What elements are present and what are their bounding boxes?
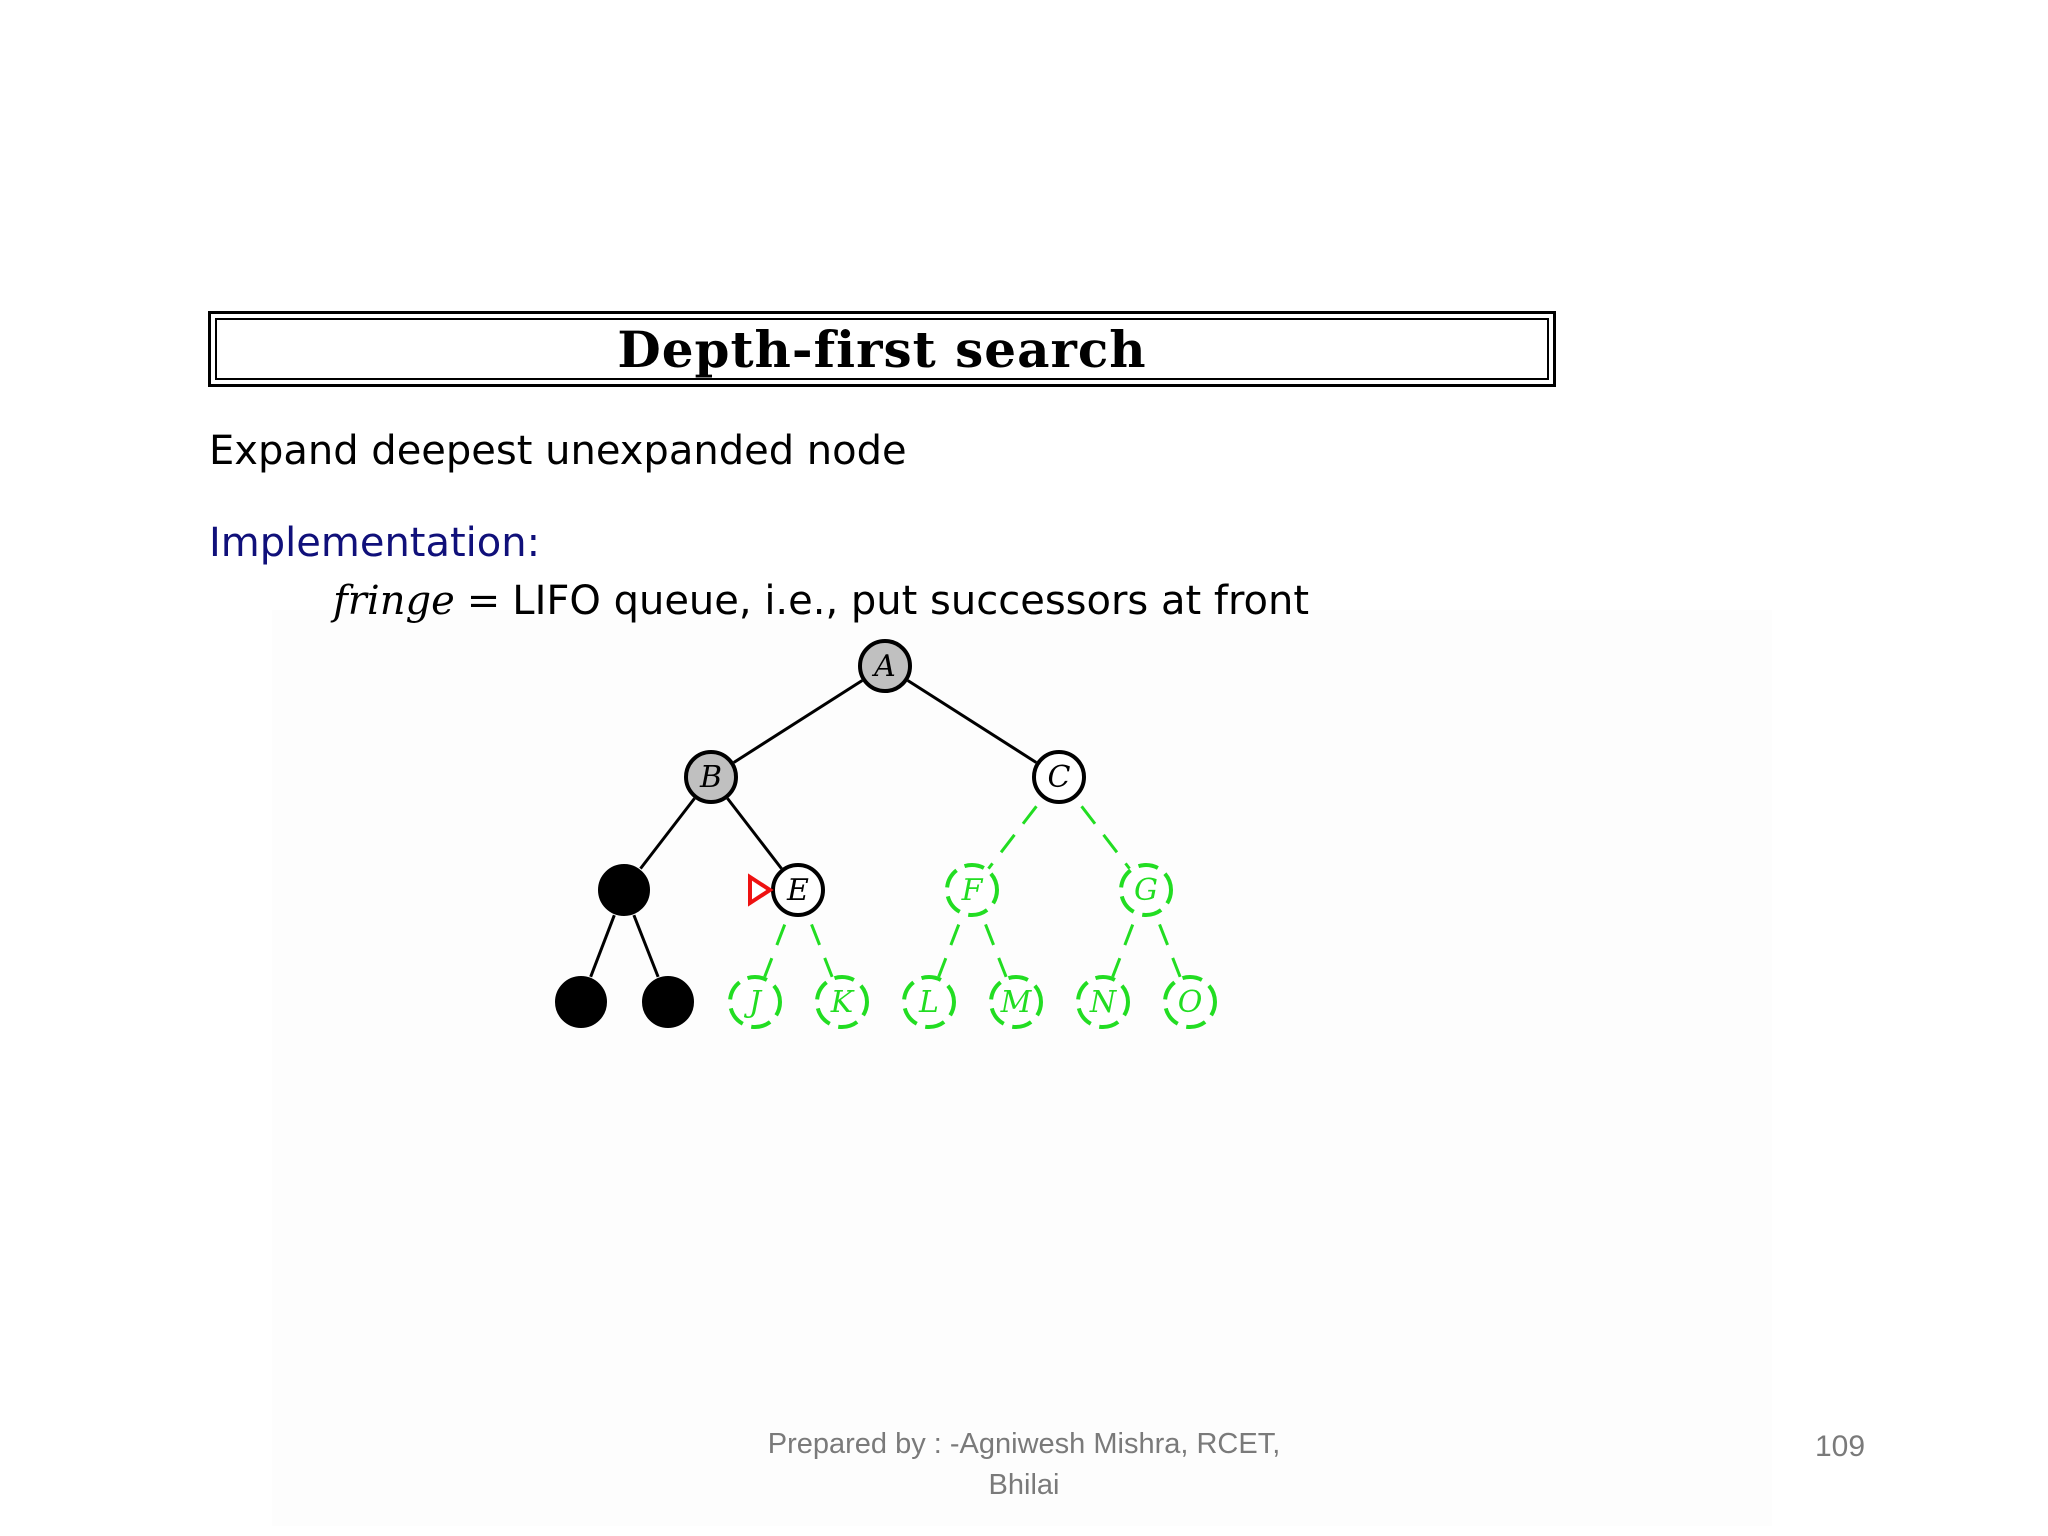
tree-node-g: G <box>1119 863 1173 917</box>
tree-node-a: A <box>858 639 912 693</box>
tree-node-label: O <box>1178 985 1203 1020</box>
tree-node-label: N <box>1089 985 1118 1020</box>
tree-node-circle <box>555 976 607 1028</box>
tree-node-label: E <box>786 873 809 908</box>
tree-node-circle <box>902 975 956 1029</box>
current-node-arrow-icon <box>748 873 774 907</box>
tree-node-label: A <box>871 649 896 684</box>
tree-node-n: N <box>1076 975 1130 1029</box>
tree-edge-b-d <box>639 797 696 870</box>
tree-edge-b-e <box>726 797 783 870</box>
tree-node-k: K <box>815 975 869 1029</box>
tree-node-label: B <box>699 760 722 795</box>
tree-node-m: M <box>989 975 1043 1029</box>
tree-edge-g-n <box>1111 914 1138 978</box>
tree-edge-e-j <box>763 914 790 978</box>
tree-edges <box>589 679 1182 978</box>
title-frame-inner: Depth-first search <box>215 318 1549 380</box>
tree-node-h <box>555 976 607 1028</box>
tree-node-label: K <box>830 985 855 1020</box>
tree-node-f: F <box>945 863 999 917</box>
tree-edge-c-f <box>987 797 1044 870</box>
tree-edge-e-k <box>806 914 834 978</box>
tree-node-b: B <box>684 750 738 804</box>
tree-node-circle <box>1119 863 1173 917</box>
tree-node-circle <box>1076 975 1130 1029</box>
tree-nodes: A B C E F G J K L M N O <box>555 639 1217 1029</box>
tree-node-circle <box>1163 975 1217 1029</box>
slide-title: Depth-first search <box>617 319 1147 379</box>
tree-edge-d-i <box>632 914 660 978</box>
tree-node-i <box>642 976 694 1028</box>
tree-node-circle <box>858 639 912 693</box>
tree-node-l: L <box>902 975 956 1029</box>
fringe-variable: fringe <box>333 578 455 624</box>
tree-node-label: M <box>1000 985 1033 1020</box>
title-frame: Depth-first search <box>208 311 1556 387</box>
implementation-label: Implementation: <box>209 520 541 566</box>
tree-node-o: O <box>1163 975 1217 1029</box>
tree-edge-f-m <box>980 914 1008 978</box>
tree-edge-d-h <box>589 914 616 978</box>
tree-edge-f-l <box>937 914 964 978</box>
fringe-equals: = <box>466 578 501 624</box>
tree-node-circle <box>684 750 738 804</box>
tree-node-circle <box>728 975 782 1029</box>
tree-edge-a-c <box>906 679 1038 764</box>
current-node-pointer <box>748 873 774 907</box>
search-tree-diagram: A B C E F G J K L M N O <box>555 639 1217 1029</box>
tree-node-d <box>598 864 650 916</box>
page-number: 109 <box>1814 1430 1866 1463</box>
tree-node-label: C <box>1048 760 1071 795</box>
tree-node-circle <box>815 975 869 1029</box>
tree-node-label: F <box>961 873 984 908</box>
tree-edge-g-o <box>1154 914 1182 978</box>
tree-node-circle <box>642 976 694 1028</box>
footer-line-1: Prepared by : -Agniwesh Mishra, RCET, <box>767 1428 1281 1460</box>
tree-node-circle <box>598 864 650 916</box>
tree-node-label: G <box>1134 873 1158 908</box>
footer-credit: Prepared by : -Agniwesh Mishra, RCET, Bh… <box>724 1424 1324 1506</box>
fringe-definition: fringe=LIFO queue, i.e., put successors … <box>333 578 1309 624</box>
tree-node-c: C <box>1032 750 1086 804</box>
tree-node-j: J <box>728 975 782 1029</box>
tree-node-e: E <box>771 863 825 917</box>
slide-background <box>272 610 1772 1526</box>
tree-edge-a-b <box>732 679 864 764</box>
tree-node-circle <box>989 975 1043 1029</box>
tree-node-label: L <box>918 985 939 1020</box>
tree-edge-c-g <box>1074 797 1131 870</box>
intro-text: Expand deepest unexpanded node <box>209 428 907 474</box>
tree-node-circle <box>1032 750 1086 804</box>
fringe-description: LIFO queue, i.e., put successors at fron… <box>512 578 1310 624</box>
footer-line-2: Bhilai <box>988 1469 1060 1501</box>
tree-node-circle <box>945 863 999 917</box>
